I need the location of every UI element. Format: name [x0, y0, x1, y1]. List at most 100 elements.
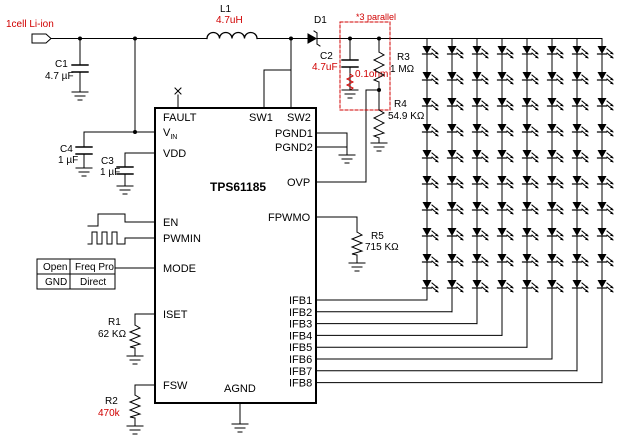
led: [521, 202, 539, 215]
pin-fault: FAULT: [163, 112, 197, 124]
led: [496, 72, 514, 85]
led: [471, 72, 489, 85]
mode-table-cell: Direct: [80, 277, 106, 288]
r2-value: 470k: [98, 408, 121, 419]
r5-value: 715 KΩ: [365, 242, 399, 253]
mode-table-cell: Open: [43, 262, 67, 273]
led: [571, 98, 589, 111]
led: [471, 202, 489, 215]
pin-ifb: IFB1: [289, 295, 312, 307]
pin-ifb: IFB4: [289, 330, 312, 342]
pin-pgnd1: PGND1: [275, 128, 313, 140]
led: [421, 228, 439, 241]
pin-agnd: AGND: [224, 383, 256, 395]
led: [471, 280, 489, 293]
c2-value: 4.7uF: [312, 62, 338, 73]
led: [496, 176, 514, 189]
led: [446, 124, 464, 137]
led: [446, 150, 464, 163]
led: [421, 280, 439, 293]
r3-ref: R3: [397, 52, 410, 63]
led: [421, 254, 439, 267]
led: [421, 176, 439, 189]
capacitor-c2: [341, 59, 359, 68]
led: [546, 254, 564, 267]
pin-ovp: OVP: [287, 177, 310, 189]
pin-iset: ISET: [163, 309, 188, 321]
mode-table-cell: Freq Pro: [75, 262, 114, 273]
d1-ref: D1: [314, 15, 327, 26]
resistor-r2: [128, 394, 142, 419]
pin-fsw: FSW: [163, 380, 188, 392]
led: [421, 72, 439, 85]
pwm-waveform: [87, 231, 126, 245]
led: [471, 124, 489, 137]
led: [421, 98, 439, 111]
r1-ref: R1: [108, 317, 121, 328]
pin-ifb: IFB5: [289, 342, 312, 354]
led: [446, 254, 464, 267]
input-connector: [31, 33, 52, 44]
ground-symbol: [126, 355, 144, 365]
led: [496, 150, 514, 163]
ground-symbol: [370, 142, 388, 152]
led: [571, 150, 589, 163]
led: [496, 98, 514, 111]
ground-symbol: [348, 262, 366, 272]
pin-sw1: SW1: [249, 112, 273, 124]
chip-body: [154, 107, 317, 404]
led: [571, 202, 589, 215]
l1-ref: L1: [220, 4, 232, 15]
pin-ifb: IFB2: [289, 307, 312, 319]
r2-ref: R2: [105, 396, 118, 407]
led: [596, 46, 614, 59]
ground-symbol: [231, 423, 249, 433]
led: [421, 150, 439, 163]
ground-symbol: [75, 167, 93, 177]
c3-value: 1 µF: [100, 167, 120, 178]
led: [571, 176, 589, 189]
c1-ref: C1: [55, 59, 68, 70]
c3-ref: C3: [101, 156, 114, 167]
r4-value: 54.9 KΩ: [388, 111, 425, 122]
r-small-value: 0.1ohm: [355, 69, 388, 80]
led: [446, 46, 464, 59]
c4-ref: C4: [60, 144, 73, 155]
led: [496, 46, 514, 59]
led: [546, 202, 564, 215]
ground-symbol: [126, 425, 144, 435]
pin-pgnd2: PGND2: [275, 142, 313, 154]
en-step-waveform: [87, 213, 126, 227]
led: [471, 150, 489, 163]
led: [521, 150, 539, 163]
led: [546, 46, 564, 59]
led: [596, 228, 614, 241]
c1-value: 4.7 µF: [45, 71, 74, 82]
led: [496, 254, 514, 267]
resistor-r4: [372, 109, 386, 139]
led: [546, 228, 564, 241]
led: [471, 254, 489, 267]
led: [521, 72, 539, 85]
diode-d1: [307, 30, 321, 47]
led: [446, 280, 464, 293]
led: [446, 72, 464, 85]
led: [546, 72, 564, 85]
parallel-box: [339, 21, 391, 111]
led: [596, 150, 614, 163]
led: [446, 98, 464, 111]
led: [521, 254, 539, 267]
capacitor-c1: [71, 64, 89, 73]
led: [471, 176, 489, 189]
led: [521, 176, 539, 189]
led: [596, 98, 614, 111]
pin-pwmin: PWMIN: [163, 233, 201, 245]
led: [446, 202, 464, 215]
pin-ifb: IFB8: [289, 378, 312, 390]
led: [421, 46, 439, 59]
led: [546, 176, 564, 189]
led: [571, 280, 589, 293]
led: [421, 124, 439, 137]
